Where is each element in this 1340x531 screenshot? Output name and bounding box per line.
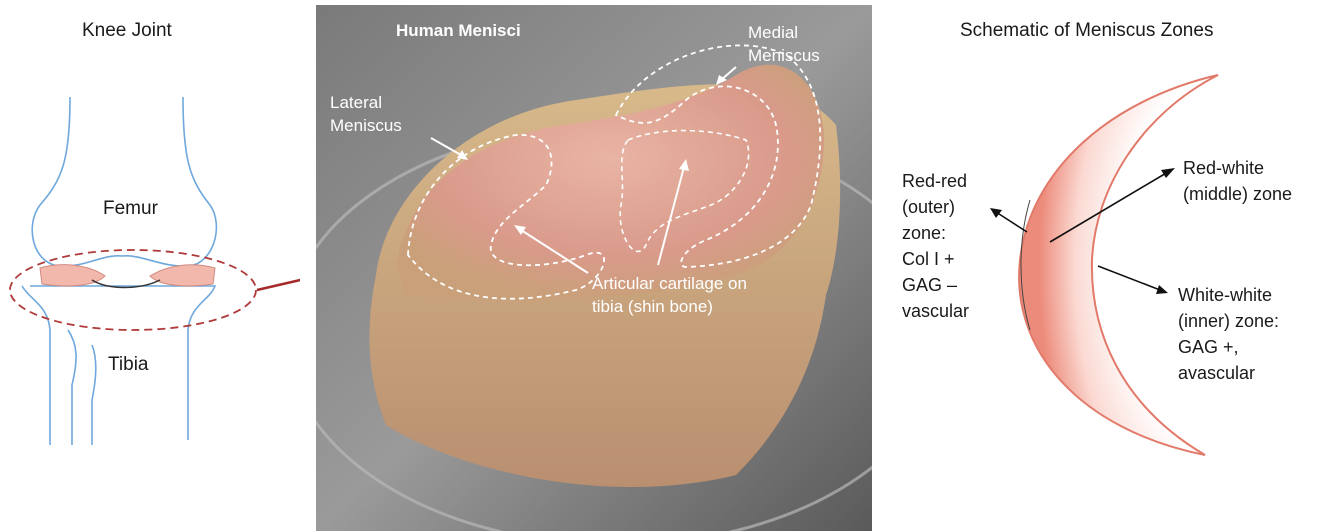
schematic-title: Schematic of Meniscus Zones	[960, 20, 1213, 42]
fibula-outline	[68, 330, 96, 445]
red-white-zone-label: Red-white (middle) zone	[1183, 155, 1292, 207]
lateral-meniscus-shape	[40, 265, 105, 286]
femur-label: Femur	[103, 198, 158, 220]
pointer-arrow-line	[257, 268, 300, 290]
meniscus-crescent	[1019, 75, 1218, 455]
photo-title: Human Menisci	[396, 19, 521, 42]
outer-rim-line	[1021, 200, 1030, 330]
medial-meniscus-shape	[150, 265, 215, 286]
lateral-meniscus-label: Lateral Meniscus	[330, 91, 402, 137]
medial-meniscus-label: Medial Meniscus	[748, 21, 820, 67]
red-red-arrow	[996, 212, 1027, 232]
red-white-arrow	[1050, 172, 1168, 242]
white-white-arrow	[1098, 266, 1160, 290]
tibia-label: Tibia	[108, 354, 148, 376]
cartilage-label: Articular cartilage on tibia (shin bone)	[592, 272, 747, 318]
femur-outline	[32, 97, 216, 266]
red-red-zone-label: Red-red (outer) zone: Col I + GAG – vasc…	[902, 168, 969, 324]
menisci-photo-drawing	[316, 5, 872, 531]
menisci-photo: Human Menisci Medial Meniscus Lateral Me…	[316, 5, 872, 531]
knee-joint-diagram	[0, 0, 300, 531]
white-white-zone-label: White-white (inner) zone: GAG +, avascul…	[1178, 282, 1279, 386]
